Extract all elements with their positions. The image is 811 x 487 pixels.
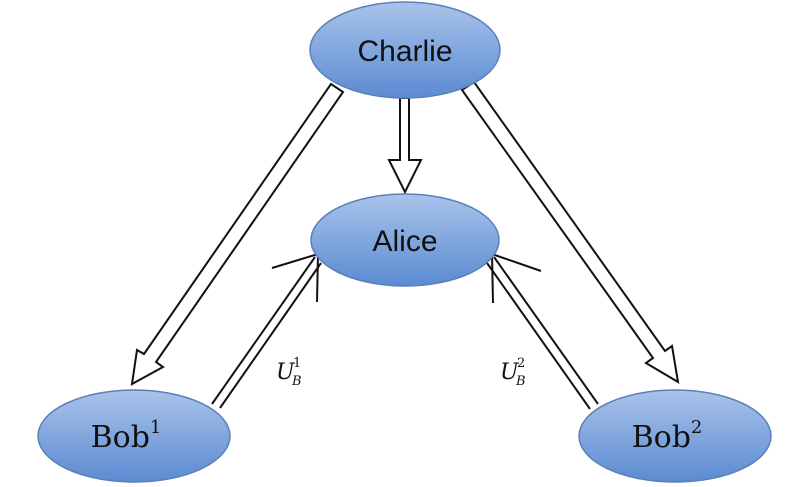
node-bob2-label: Bob2 [632,417,703,455]
edge-label-u1-base: U [276,360,296,385]
edge-label-u1: U 1 B [276,356,302,389]
edge-label-u1-sup: 1 [293,356,301,371]
edge-label-u1-sub: B [291,374,302,389]
node-bob1[interactable]: Bob1 [37,389,231,483]
edge-bob1-to-alice [211,252,322,409]
node-charlie-label: Charlie [357,35,452,68]
node-alice[interactable]: Alice [310,193,500,287]
arrow-charlie-to-alice [387,97,423,195]
edge-label-u2: U 2 B [500,356,526,389]
node-charlie[interactable]: Charlie [309,1,501,99]
arrow-charlie-to-bob2 [460,80,680,384]
edge-label-u2-sup: 2 [517,356,525,371]
edge-bob2-to-alice [486,252,599,410]
arrow-charlie-to-bob1 [130,82,345,386]
edge-label-u2-sub: B [515,374,526,389]
node-bob2[interactable]: Bob2 [578,389,772,483]
node-alice-label: Alice [372,225,437,258]
node-bob1-label: Bob1 [91,417,162,455]
edge-label-u2-base: U [500,360,520,385]
